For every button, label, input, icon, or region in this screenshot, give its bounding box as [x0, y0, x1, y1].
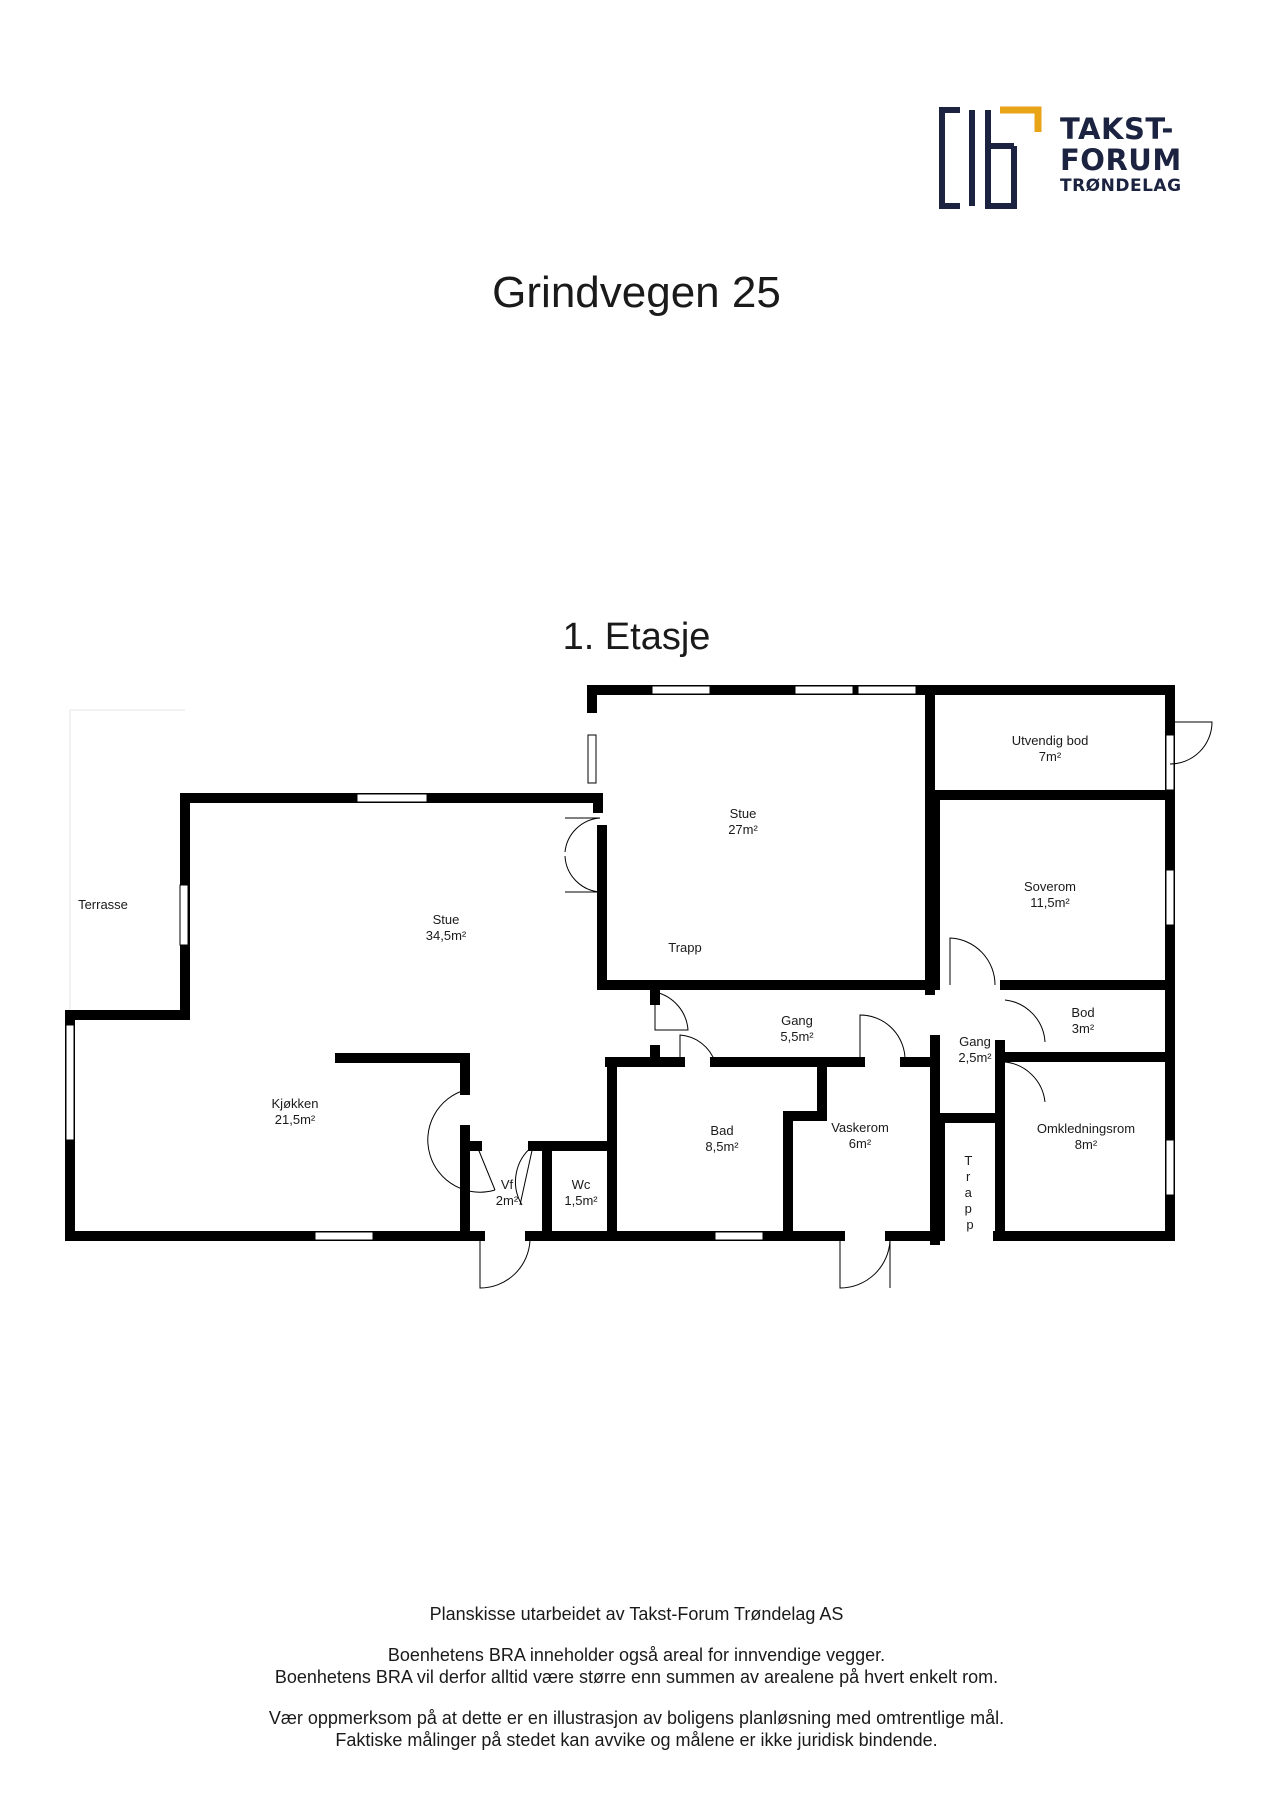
footer-note-1: Boenhetens BRA inneholder også areal for… [387, 1645, 886, 1665]
stair-vertical-label: T r a p p [964, 1153, 975, 1232]
logo-wordmark: TAKST- FORUM TRØNDELAG [1060, 115, 1182, 195]
footer-note-2: Boenhetens BRA vil derfor alltid være st… [274, 1667, 999, 1687]
logo-line-2: FORUM [1060, 143, 1182, 177]
footer-disclaimer-2: Faktiske målinger på stedet kan avvike o… [335, 1730, 938, 1750]
footer-credit: Planskisse utarbeidet av Takst-Forum Trø… [429, 1604, 844, 1624]
room-terrasse: Terrasse [78, 897, 128, 912]
doors [427, 721, 1213, 1289]
page-title: Grindvegen 25 [492, 268, 781, 317]
logo-line-1: TAKST- [1060, 112, 1174, 146]
logo-line-3: TRØNDELAG [1060, 176, 1182, 196]
footer-disclaimer-1: Vær oppmerksom på at dette er en illustr… [268, 1708, 1005, 1728]
windows [65, 685, 1175, 1241]
company-logo [939, 106, 1042, 209]
floor-title: 1. Etasje [562, 616, 711, 658]
terrace-outline [69, 709, 185, 1010]
walls [65, 685, 1175, 1245]
room-trapp: Trapp [668, 940, 701, 955]
